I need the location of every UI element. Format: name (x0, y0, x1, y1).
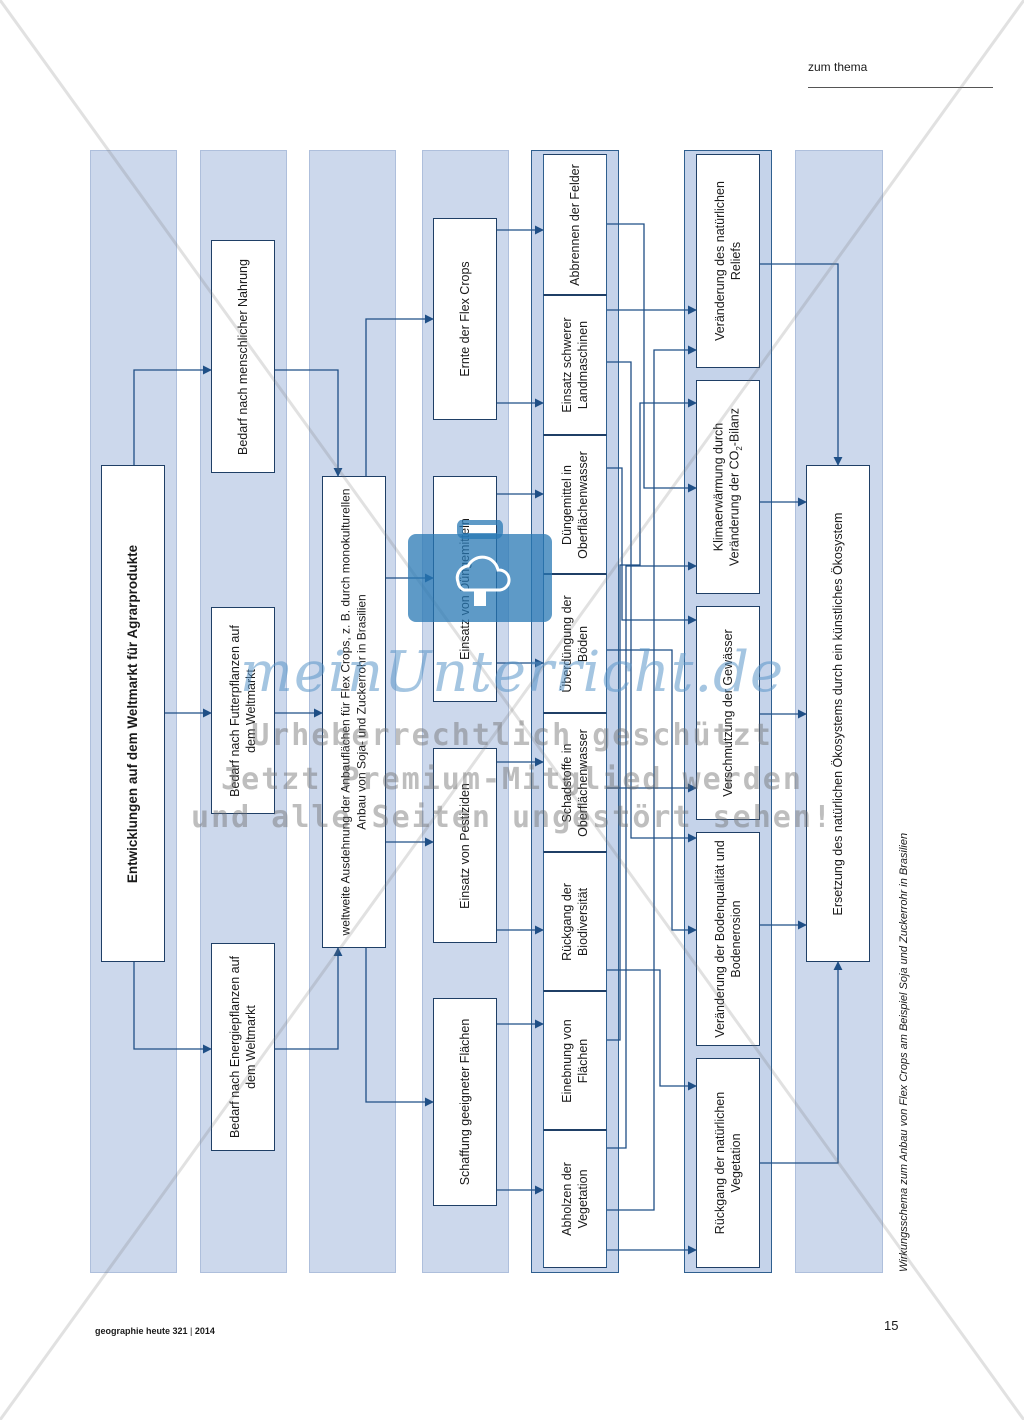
page-number: 15 (884, 1318, 899, 1333)
demand-feed-box: Bedarf nach Futterpflanzen auf dem Weltm… (211, 607, 275, 814)
effect-fert-water-box: Düngemittel in Oberflächenwasser (543, 435, 607, 574)
journal-year: 2014 (194, 1326, 215, 1336)
arrow-expansion-land (365, 948, 434, 1107)
arrow-overfert-soil (607, 649, 697, 935)
header-rule (808, 87, 993, 88)
water-box: Verschmutzung der Gewässer (696, 606, 760, 820)
arrow-main-energy (133, 962, 212, 1054)
effect-overfert-box: Überdüngung der Böden (543, 574, 607, 713)
arrow-deforest-relief (607, 345, 697, 1211)
effect-machines-box: Einsatz schwerer Landmaschinen (543, 295, 607, 435)
arrow-food-expansion (275, 369, 343, 477)
land-box: Schaffung geeigneter Flächen (433, 998, 497, 1206)
arrow-fert-water-water (607, 467, 697, 625)
vegetation-box: Rückgang der natürlichen Vegetation (696, 1058, 760, 1268)
harvest-box: Ernte der Flex Crops (433, 218, 497, 420)
arrow-expansion-harvest (365, 314, 434, 476)
soil-box: Veränderung der Bodenqualität und Bodene… (696, 832, 760, 1046)
effect-deforest-box: Abholzen der Vegetation (543, 1130, 607, 1268)
arrow-leveling-relief (607, 398, 697, 1041)
arrow-relief-result (760, 263, 843, 466)
arrow-biodiv-vegetation (607, 969, 697, 1091)
effect-biodiv-box: Rückgang der Biodiversität (543, 852, 607, 991)
main-box: Entwicklungen auf dem Weltmarkt für Agra… (101, 465, 165, 962)
effect-pollutants-box: Schadstoffe in Oberflächenwasser (543, 713, 607, 852)
effect-leveling-box: Einebnung von Flächen (543, 991, 607, 1130)
relief-box: Veränderung des natürlichen Reliefs (696, 154, 760, 368)
effect-burning-box: Abbrennen der Felder (543, 154, 607, 295)
arrow-energy-expansion (275, 947, 343, 1050)
journal-footer: geographie heute 321 | 2014 (95, 1326, 215, 1336)
result-box: Ersetzung des natürlichen Ökosystems dur… (806, 465, 870, 962)
arrow-main-food (133, 365, 212, 465)
arrow-machines-soil (607, 361, 697, 843)
pesticides-box: Einsatz von Pestiziden (433, 748, 497, 943)
journal-name: geographie heute 321 (95, 1326, 188, 1336)
demand-food-box: Bedarf nach menschlicher Nahrung (211, 240, 275, 473)
arrow-vegetation-result (760, 961, 843, 1164)
arrow-deforest-climate (607, 561, 697, 1149)
arrow-burning-relief (607, 223, 697, 493)
section-label: zum thema (808, 60, 868, 74)
